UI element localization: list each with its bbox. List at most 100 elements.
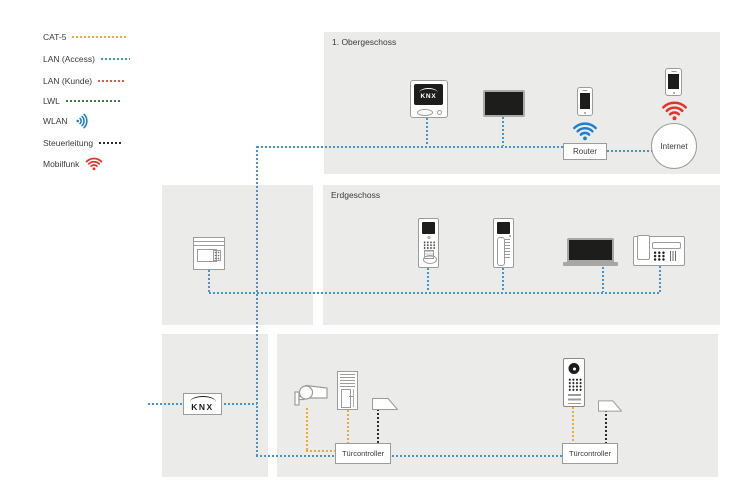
panel-title-obergeschoss: 1. Obergeschoss <box>332 37 397 47</box>
phone-speaker-slot <box>671 71 676 72</box>
legend-label: Mobilfunk <box>43 159 80 169</box>
lan-access-line-router-internet <box>607 150 652 152</box>
door-station-keypad <box>568 378 582 391</box>
tuercontroller-right: Türcontroller <box>562 443 618 464</box>
knx-logo-box: KNX <box>183 393 222 415</box>
lan-access-line-trunk-vertical <box>256 146 258 457</box>
laptop-base <box>563 262 618 266</box>
lan-access-line-laptop-drop <box>602 267 604 292</box>
lan-access-line-top-horizontal <box>257 146 563 148</box>
handset <box>497 237 505 266</box>
intercom-buttons <box>505 239 510 258</box>
lan-access-line-intercom1-drop <box>427 268 429 292</box>
steuerleitung-line-sample <box>99 142 122 144</box>
panel-title-erdgeschoss: Erdgeschoss <box>331 190 381 200</box>
intercom-screen <box>422 222 435 234</box>
cat5-line-camera-horizontal <box>306 450 335 452</box>
phone-speaker-slot <box>582 90 588 91</box>
lan-access-line-deskphone-drop <box>659 266 661 292</box>
door-station <box>563 358 585 407</box>
legend-item-mobilfunk: Mobilfunk <box>43 157 103 171</box>
tuercontroller-label: Türcontroller <box>341 449 385 458</box>
desk-phone-keypad <box>653 251 665 261</box>
smartphone-wlan <box>577 87 593 116</box>
cat5-line-sample <box>72 36 128 38</box>
lan-access-line-knxpanel-drop <box>426 118 428 146</box>
legend-item-wlan: WLAN <box>43 113 90 129</box>
desk-phone-handset <box>637 235 650 260</box>
touch-panel-button <box>417 109 433 116</box>
lan-access-line-mid-horizontal <box>209 292 660 294</box>
panel-technik <box>162 185 313 325</box>
lan-access-line-sample <box>100 58 130 60</box>
phone-home-button <box>672 91 675 94</box>
desk-phone-display <box>652 242 681 249</box>
steuerleitung-line-opener2-drop <box>605 410 607 443</box>
iot-controller <box>193 237 225 270</box>
intercom-led <box>509 235 511 237</box>
lan-access-line-controller-drop <box>208 270 210 292</box>
door-opener-icon <box>597 399 623 417</box>
phone-screen <box>580 93 590 109</box>
legend-label: LAN (Kunde) <box>43 76 93 86</box>
intercom-led <box>427 236 430 239</box>
cctv-camera-icon <box>294 381 328 413</box>
smartphone-mobilfunk <box>665 68 682 96</box>
knx-touch-panel-screen: KNX <box>414 84 443 105</box>
controller-vent-line <box>194 241 224 242</box>
knx-logo-text: KNX <box>420 93 437 101</box>
lan-access-line-bottom-horizontal <box>256 455 562 457</box>
controller-terminal <box>213 250 221 261</box>
cat5-line-camera-vertical <box>306 408 308 452</box>
laptop <box>563 238 618 266</box>
rack-door <box>341 389 351 408</box>
legend-item-steuerleitung: Steuerleitung <box>43 136 122 150</box>
knx-logo-arc <box>419 88 438 93</box>
tuercontroller-label: Türcontroller <box>568 449 612 458</box>
legend-item-cat5: CAT-5 <box>43 30 128 44</box>
lan-kunde-line-sample <box>98 80 126 82</box>
legend-label: LAN (Access) <box>43 54 95 64</box>
legend-label: Steuerleitung <box>43 138 94 148</box>
knx-logo-arc <box>189 396 216 402</box>
touch-panel-led <box>437 110 442 115</box>
legend-label: LWL <box>43 96 60 106</box>
phone-home-button <box>584 111 586 114</box>
intercom-keypad <box>422 241 435 249</box>
intercom-screen <box>497 222 510 234</box>
cat5-line-station-drop <box>572 407 574 443</box>
router: Router <box>563 143 607 160</box>
door-station-camera <box>568 363 580 374</box>
intercom-call-button <box>422 255 437 264</box>
door-station-speaker <box>568 394 581 404</box>
legend-item-lwl: LWL <box>43 94 121 108</box>
knx-touch-panel: KNX <box>410 80 448 118</box>
legend-label: WLAN <box>43 116 68 126</box>
mobilfunk-icon <box>85 157 103 171</box>
legend-item-lan-access: LAN (Access) <box>43 52 130 66</box>
laptop-screen <box>567 238 614 262</box>
wall-display <box>483 90 525 117</box>
lan-access-line-display-drop <box>502 117 504 146</box>
intercom-handset <box>493 218 514 268</box>
internet-label: Internet <box>660 141 688 151</box>
rack-vents <box>340 374 355 387</box>
mobilfunk-signal-icon <box>661 101 688 126</box>
rack-handle <box>349 396 353 397</box>
desk-phone <box>633 235 685 266</box>
door-opener-icon <box>371 397 399 415</box>
internet-node: Internet <box>651 123 697 169</box>
cat5-line-rack-drop <box>347 410 349 443</box>
legend-label: CAT-5 <box>43 32 67 42</box>
legend-item-lan-kunde: LAN (Kunde) <box>43 74 126 88</box>
tuercontroller-left: Türcontroller <box>335 443 391 464</box>
lwl-line-sample <box>65 100 121 102</box>
wlan-icon <box>74 113 90 129</box>
controller-vent-line <box>194 245 224 246</box>
desk-phone-speaker <box>670 251 678 261</box>
server-rack-icon <box>337 371 358 410</box>
steuerleitung-line-opener1-drop <box>377 409 379 443</box>
router-label: Router <box>572 147 597 156</box>
phone-screen <box>668 74 679 89</box>
